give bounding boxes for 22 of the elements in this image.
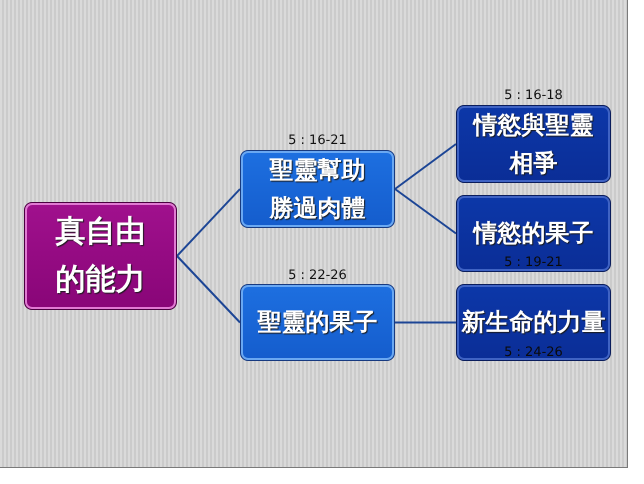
connector-line (176, 255, 241, 324)
connector-line (394, 143, 457, 190)
connector-line (394, 188, 457, 234)
subtopic-box (240, 284, 395, 361)
subtopic-box (240, 150, 395, 228)
node-text: 真自由的能力 (54, 213, 146, 299)
verse-reference: 5 : 16-18 (503, 88, 564, 103)
subtopic-box (456, 105, 611, 183)
node-text: 情慾的果子 (472, 218, 594, 250)
node-text: 聖靈幫助勝過肉體 (268, 154, 366, 224)
verse-reference: 5 : 24-26 (503, 345, 564, 360)
verse-reference: 5 : 16-21 (287, 133, 348, 148)
subtopic-box (456, 195, 611, 272)
node-text: 情慾與聖靈相爭 (472, 110, 594, 179)
connector-line (395, 322, 456, 324)
connector-line (176, 188, 241, 257)
verse-reference: 5 : 22-26 (287, 268, 348, 283)
node-text: 新生命的力量 (460, 307, 606, 338)
topic-box (24, 202, 177, 310)
subtopic-box (456, 284, 611, 361)
node-text: 聖靈的果子 (256, 307, 378, 338)
verse-reference: 5 : 19-21 (503, 255, 564, 270)
